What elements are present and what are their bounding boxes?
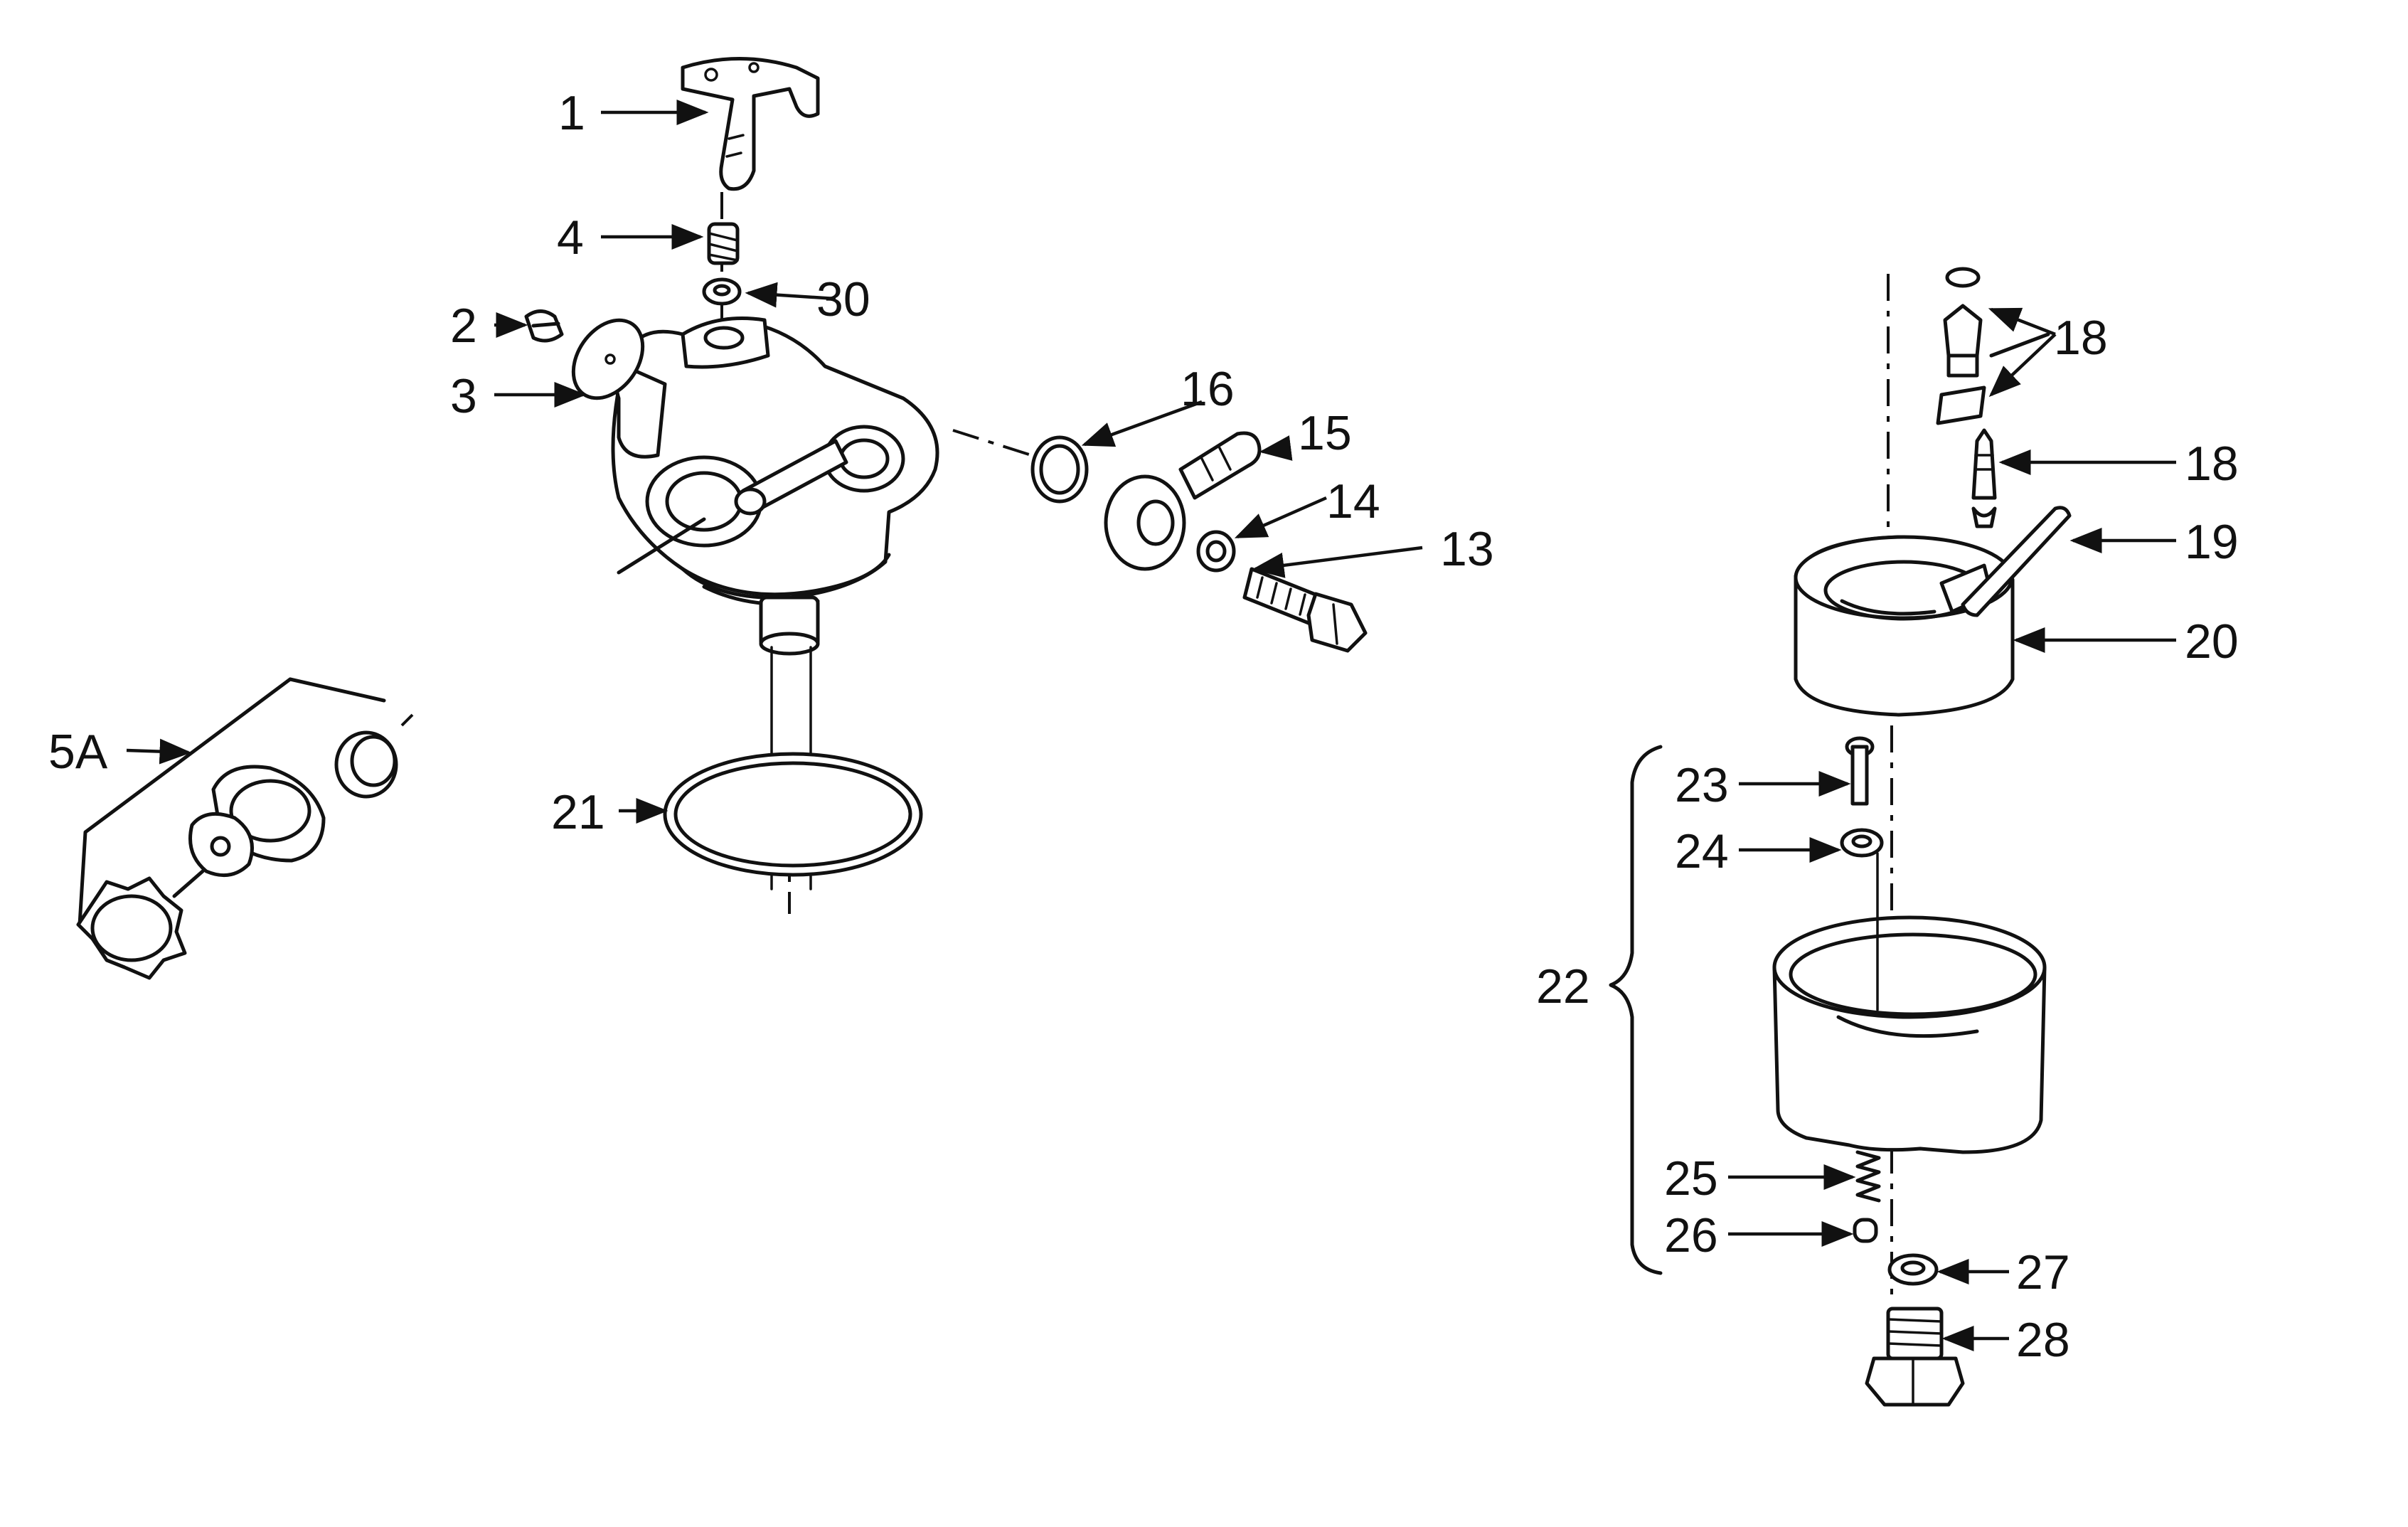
label-part-13: 13 [1440,522,1494,576]
part-24-washer [1840,828,1884,858]
part-20-float [1794,535,2015,717]
label-part-28: 28 [2016,1313,2070,1367]
part-4-spring [707,222,740,265]
label-part-3: 3 [450,369,477,423]
part-30-washer [702,277,742,306]
label-part-5a: 5A [48,725,108,779]
part-23-screw [1845,736,1875,806]
part-1-choke-lever [681,57,820,191]
part-25-spring [1855,1150,1881,1203]
label-part-19: 19 [2185,515,2239,569]
label-part-18-top: 18 [2054,311,2108,365]
part-27-washer [1887,1253,1939,1286]
part-15-inlet-fitting [1104,431,1262,571]
label-part-27: 27 [2016,1245,2070,1299]
label-part-23: 23 [1675,758,1729,812]
label-part-24: 24 [1675,824,1729,878]
label-part-20: 20 [2185,614,2239,669]
part-13-bolt [1242,567,1368,653]
label-part-14: 14 [1326,474,1380,528]
part-18-inlet-needle [1971,428,1997,528]
label-part-25: 25 [1664,1151,1718,1206]
part-5a-primer-assembly [76,677,414,980]
part-2-screw [524,309,564,343]
leader-arrows [126,100,2176,1351]
label-part-26: 26 [1664,1208,1718,1262]
part-18-needle-and-seat [1936,267,2050,425]
label-part-18-needle: 18 [2185,437,2239,491]
carburetor-body [611,192,939,914]
part-16-o-ring [1030,435,1089,504]
part-21-gasket [663,752,923,877]
part-26-ball [1853,1218,1878,1243]
label-part-30: 30 [816,272,870,326]
label-part-21: 21 [551,785,605,839]
label-part-4: 4 [557,211,584,265]
label-part-2: 2 [450,299,477,353]
part-14-washer [1196,530,1236,573]
label-part-1: 1 [558,86,585,140]
float-bowl [1772,852,2047,1154]
label-part-22: 22 [1536,959,1590,1013]
part-19-float-pin [1961,506,2072,617]
label-part-16: 16 [1181,362,1235,416]
part-28-bowl-nut [1865,1307,1965,1407]
label-part-15: 15 [1298,406,1352,460]
part-22-bracket [1609,745,1663,1275]
